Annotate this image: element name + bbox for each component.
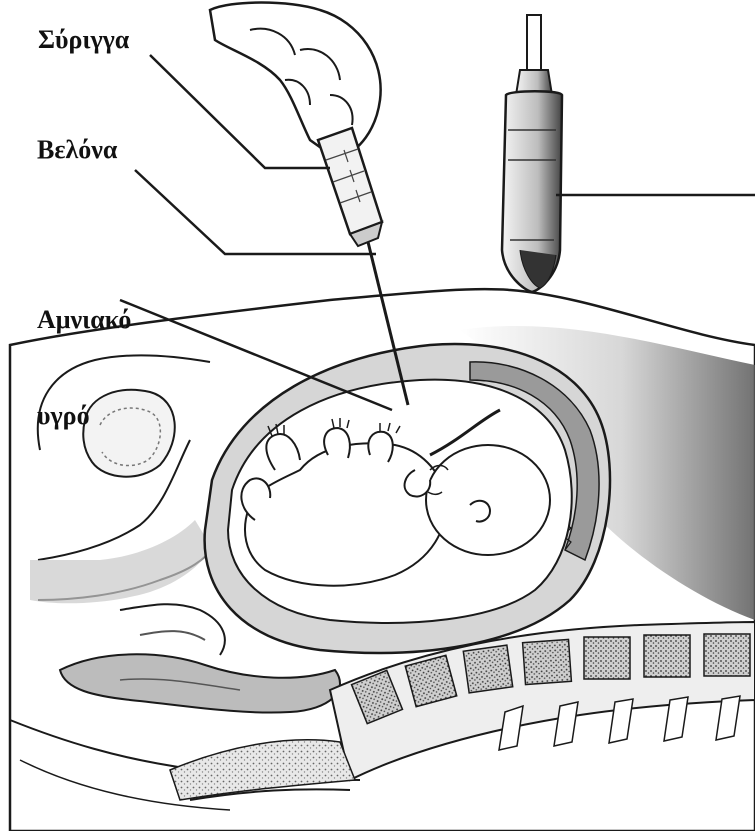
syringe-label: Σύριγγα — [38, 24, 129, 56]
amniotic-fluid-label-line2: υγρό — [37, 400, 131, 432]
ultrasound-probe — [502, 15, 562, 292]
amniotic-fluid-label: Αμνιακό υγρό — [37, 240, 131, 496]
amniotic-fluid-label-line1: Αμνιακό — [37, 304, 131, 336]
needle-label: Βελόνα — [37, 134, 117, 166]
